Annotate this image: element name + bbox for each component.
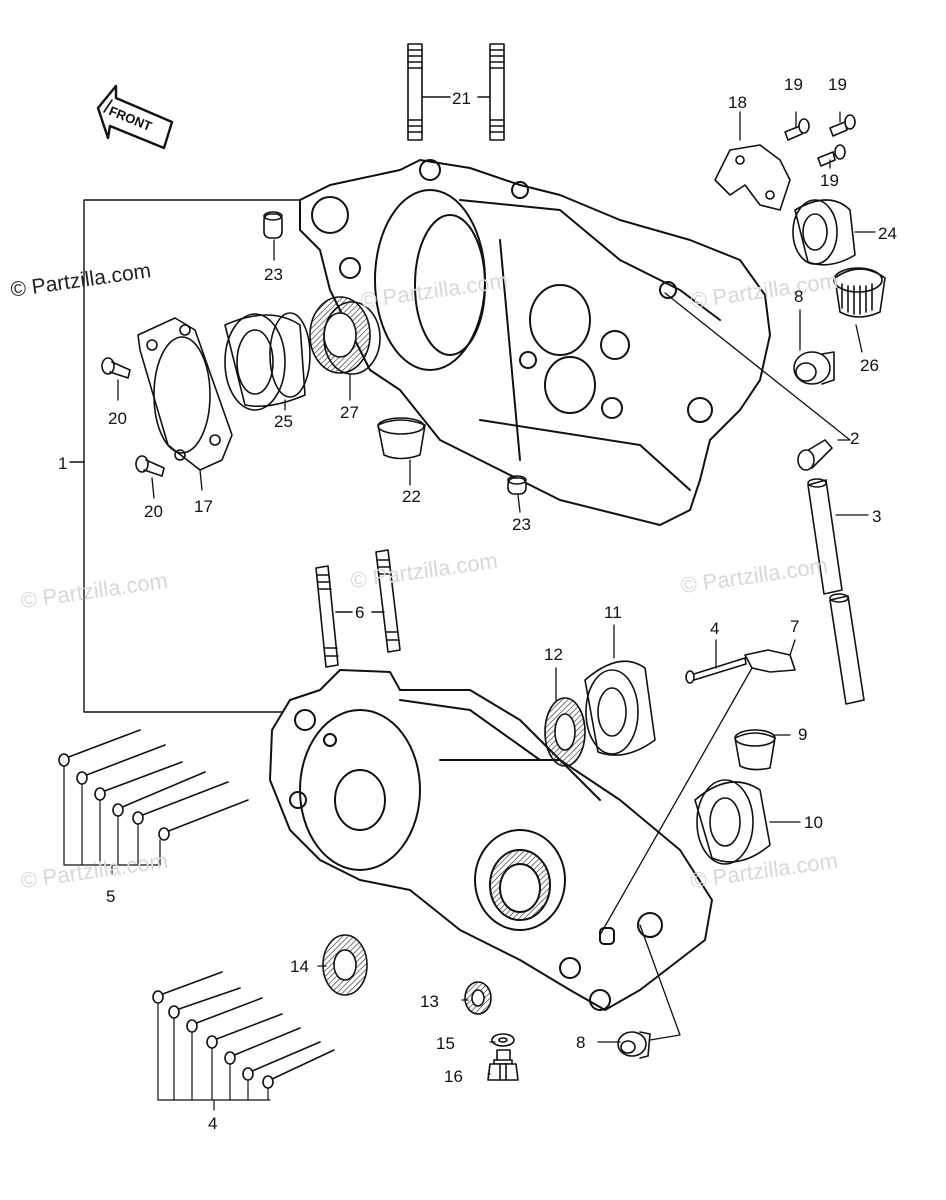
collar-8-part (793, 351, 835, 385)
oil-seal-14-part (322, 934, 368, 996)
callout-11: 11 (604, 603, 622, 622)
bracket-18-part (714, 144, 791, 211)
callout-15: 15 (436, 1034, 455, 1053)
bearing-24-part (792, 199, 856, 266)
callout-3: 3 (872, 507, 882, 526)
callout-7: 7 (790, 617, 800, 636)
callout-8: 8 (794, 287, 804, 306)
callout-1: 1 (58, 454, 68, 473)
callout-4: 4 (208, 1114, 218, 1133)
callout-25: 25 (274, 412, 293, 431)
front-arrow-icon (96, 84, 174, 150)
needle-bearing-26-part (833, 267, 886, 318)
collar-9-part (734, 729, 776, 771)
bracket-7-part (599, 649, 796, 936)
oil-seal-13-part (464, 981, 492, 1015)
lower-crankcase-part (269, 669, 713, 1011)
leader-lines (117, 111, 876, 1075)
callout-16: 16 (444, 1067, 463, 1086)
callout-10: 10 (804, 813, 823, 832)
bolt-5-part (58, 729, 249, 876)
callout-27: 27 (340, 403, 359, 422)
bolt-4-small-part (685, 657, 747, 684)
stud-6-part (315, 549, 401, 668)
bearing-plate-17-part (137, 317, 233, 471)
callout-19: 19 (820, 171, 839, 190)
collar-8-lower-part (617, 924, 681, 1059)
oil-seal-27-part (309, 296, 381, 375)
callout-21: 21 (452, 89, 471, 108)
callout-8: 8 (576, 1033, 586, 1052)
collar-22-part (377, 417, 426, 460)
drain-plug-16-part (487, 1049, 519, 1081)
callout-26: 26 (860, 356, 879, 375)
hose-3-part (807, 478, 865, 705)
callout-17: 17 (194, 497, 213, 516)
callout-5: 5 (106, 887, 116, 906)
screw-19-part (784, 114, 856, 167)
callout-20: 20 (108, 409, 127, 428)
callout-12: 12 (544, 645, 563, 664)
bearing-10-part (694, 779, 771, 865)
callout-18: 18 (728, 93, 747, 112)
callout-6: 6 (355, 603, 365, 622)
bearing-11-part (584, 660, 656, 756)
callout-19: 19 (828, 75, 847, 94)
callout-4: 4 (710, 619, 720, 638)
callout-23: 23 (264, 265, 283, 284)
callout-13: 13 (420, 992, 439, 1011)
fitting-2-part (797, 439, 833, 471)
callout-24: 24 (878, 224, 897, 243)
callout-22: 22 (402, 487, 421, 506)
bearing-25-part (224, 312, 311, 411)
screw-20-part (101, 357, 165, 477)
callout-19: 19 (784, 75, 803, 94)
stud-21-part (407, 43, 505, 141)
assembly-bracket-line (69, 199, 301, 713)
callout-2: 2 (850, 429, 860, 448)
upper-crankcase-part (299, 159, 771, 526)
callout-9: 9 (798, 725, 808, 744)
washer-15-part (491, 1033, 515, 1047)
oil-seal-12-part (544, 697, 586, 767)
callout-23: 23 (512, 515, 531, 534)
bolt-4-part (152, 971, 335, 1111)
callout-14: 14 (290, 957, 309, 976)
dowel-23-part (263, 211, 527, 495)
callout-20: 20 (144, 502, 163, 521)
